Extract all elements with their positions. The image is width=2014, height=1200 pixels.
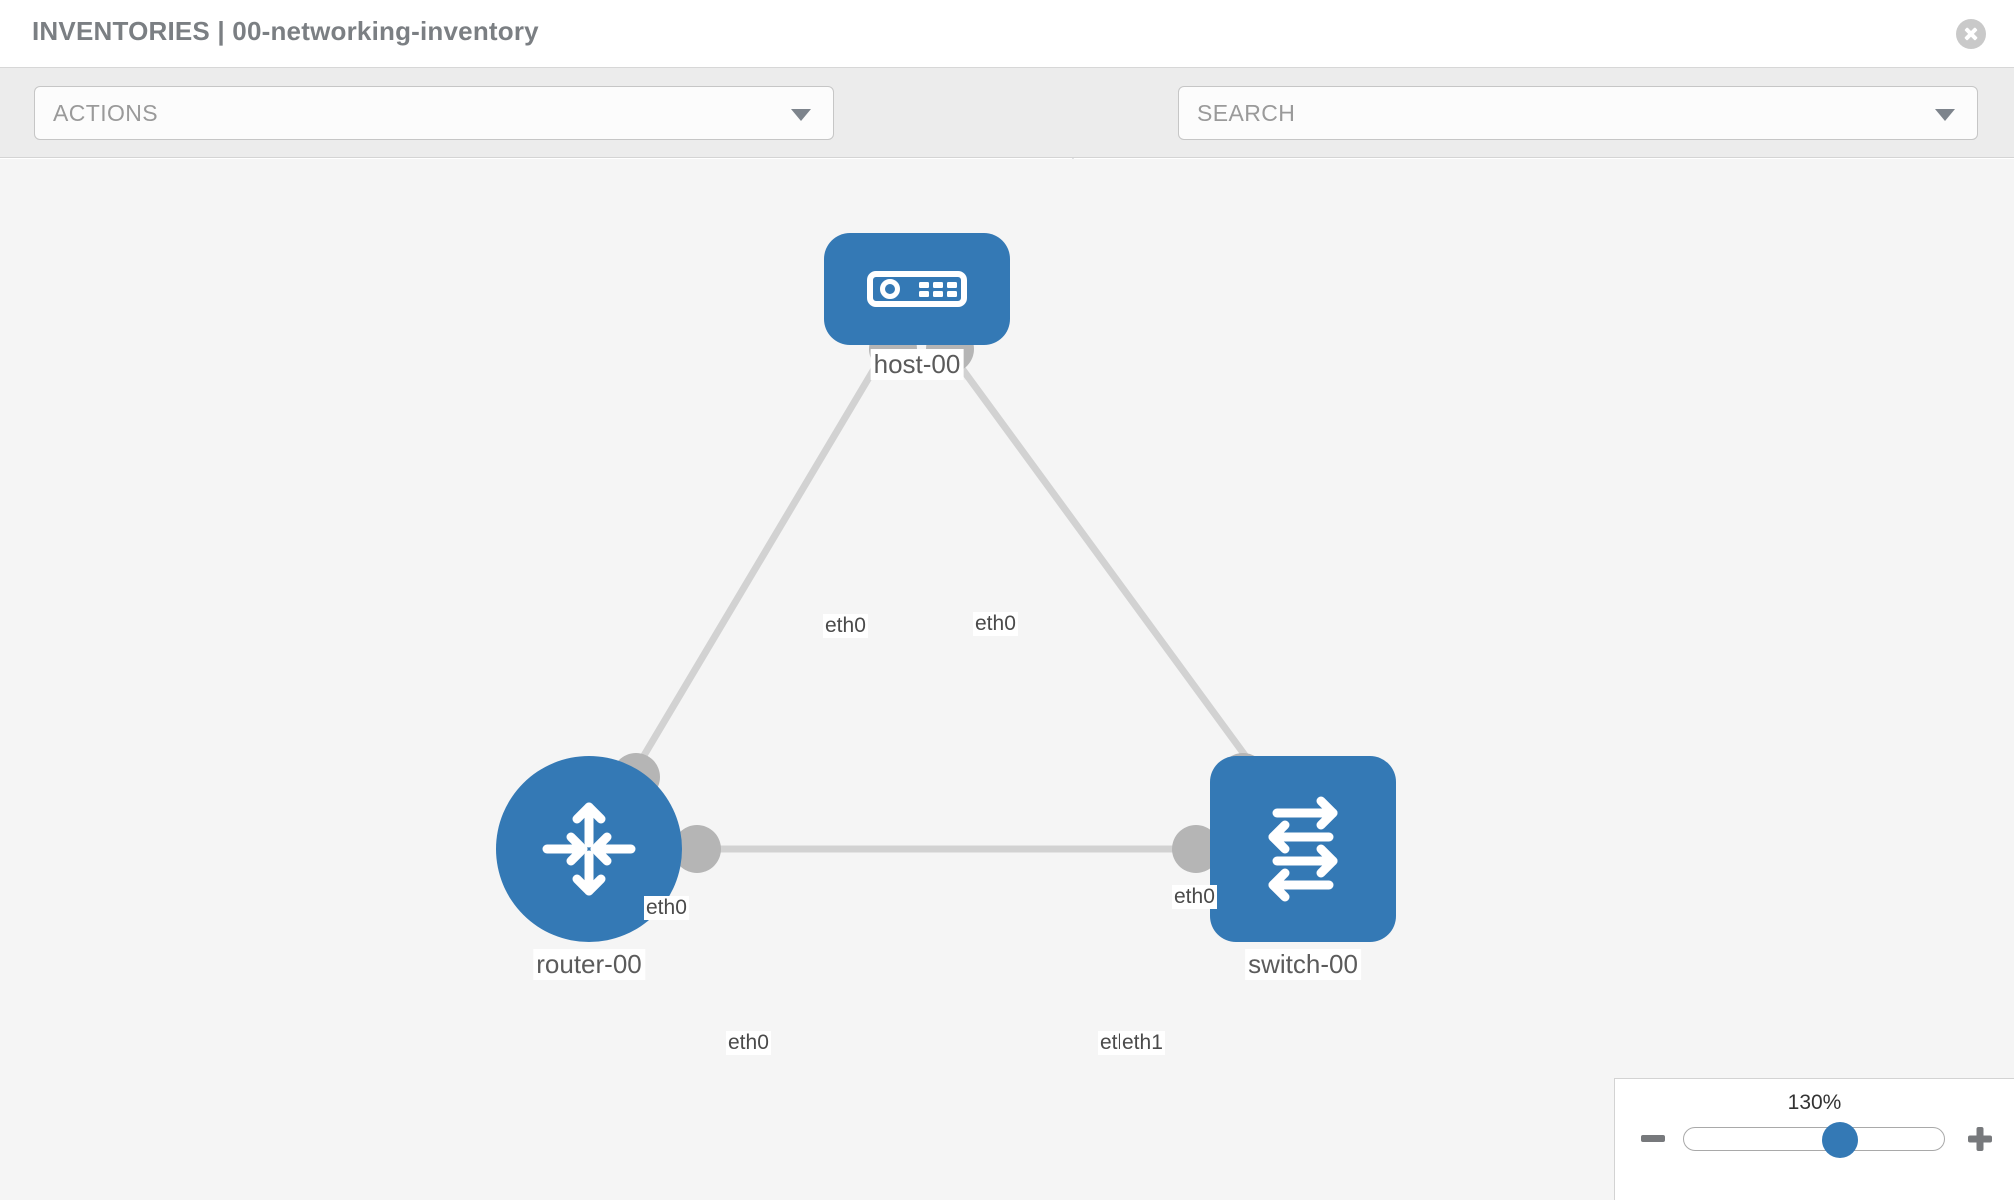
search-input-value: SEARCH (1197, 100, 1296, 126)
node-host-00-shape[interactable] (824, 233, 1010, 345)
zoom-out-button[interactable] (1641, 1135, 1665, 1142)
edge-endpoints (612, 325, 1267, 873)
page-title: INVENTORIES | 00-networking-inventory (32, 16, 539, 46)
topology-canvas[interactable]: host-00 router-00 (0, 159, 2014, 1200)
edge-host-switch (951, 355, 1270, 788)
actions-dropdown[interactable]: ACTIONS (34, 86, 834, 140)
edge-label-router-right: eth0 (726, 1031, 771, 1055)
zoom-control-panel: 130% (1614, 1078, 2014, 1200)
node-host-00 (824, 233, 1010, 345)
zoom-in-button[interactable] (1968, 1127, 1992, 1151)
node-host-00-label: host-00 (870, 349, 964, 380)
node-router-00 (496, 756, 682, 942)
switch-arrows-icon (1268, 796, 1338, 902)
zoom-slider-track[interactable] (1683, 1122, 1945, 1158)
edge-host-router (623, 355, 884, 788)
node-switch-00-shape[interactable] (1210, 756, 1396, 942)
router-arrows-icon (542, 802, 636, 896)
edge-label-host-left: eth0 (823, 614, 868, 638)
server-icon (867, 271, 967, 307)
edge-label-host-right: eth0 (973, 612, 1018, 636)
endpoint-switch-left (1172, 825, 1220, 873)
node-router-00-shape[interactable] (496, 756, 682, 942)
edge-label-router-up: eth0 (644, 896, 689, 920)
node-router-00-label: router-00 (533, 949, 645, 980)
zoom-slider-thumb[interactable] (1822, 1122, 1858, 1158)
toolbar: ACTIONS SEARCH (0, 68, 2014, 191)
zoom-level-value: 130% (1787, 1091, 1842, 1114)
search-input[interactable]: SEARCH (1178, 86, 1978, 140)
chevron-down-icon (1935, 109, 1955, 121)
edge-label-switch-left-b: eth1 (1120, 1031, 1165, 1055)
node-switch-00 (1210, 756, 1396, 942)
actions-dropdown-label: ACTIONS (53, 100, 159, 126)
chevron-down-icon (791, 109, 811, 121)
node-switch-00-label: switch-00 (1245, 949, 1361, 980)
close-icon[interactable] (1956, 19, 1986, 49)
edge-label-switch-up: eth0 (1172, 885, 1217, 909)
endpoint-router-right (673, 825, 721, 873)
page-header: INVENTORIES | 00-networking-inventory (0, 0, 2014, 68)
